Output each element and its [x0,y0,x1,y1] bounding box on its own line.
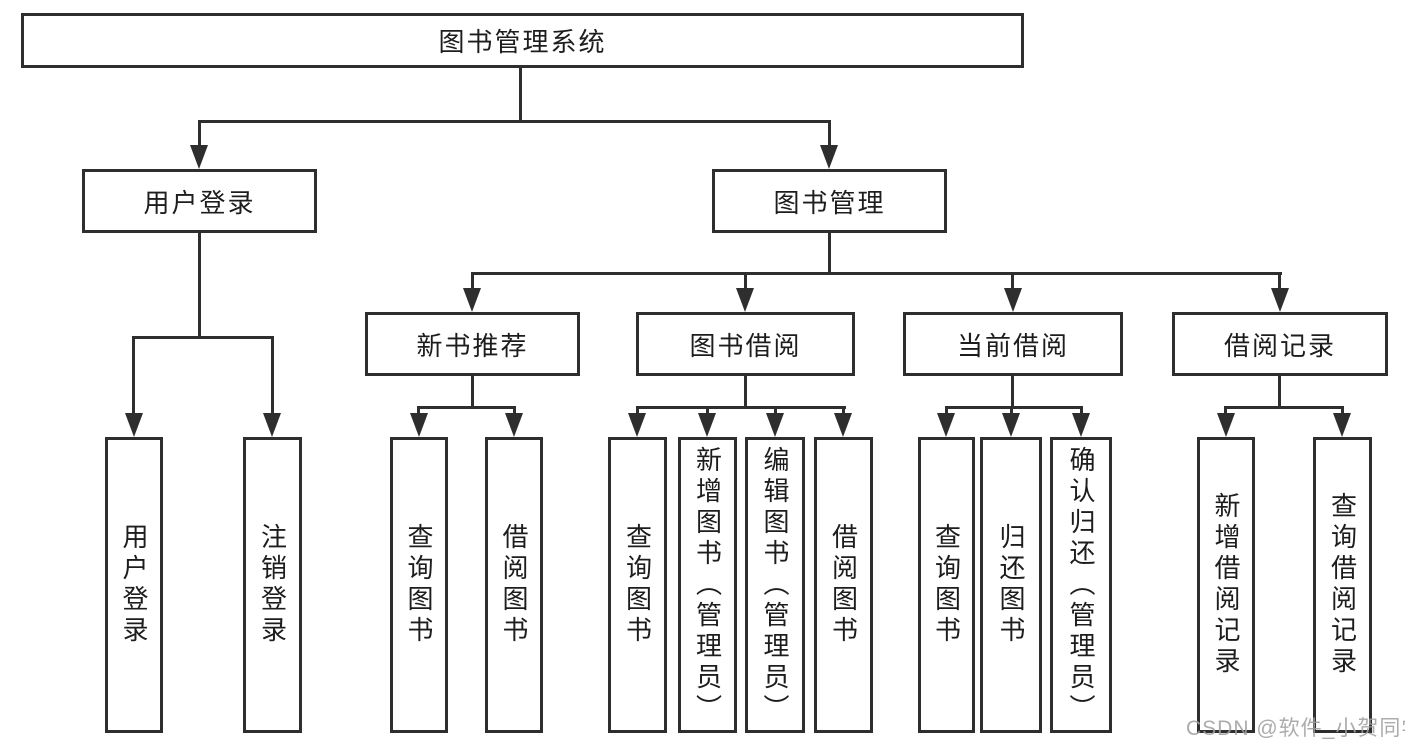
connector [636,406,639,416]
leaf-rec-borrow-book: 借阅图书 [485,437,543,733]
arrow-down-icon [766,413,784,437]
connector [513,406,516,416]
connector [945,406,948,416]
connector [471,272,474,291]
connector [636,406,846,409]
connector [417,406,420,416]
leaf-borrow-edit-book-admin: 编辑图书（管理员） [745,437,805,733]
arrow-down-icon [736,288,754,312]
leaf-logout: 注销登录 [243,437,302,733]
arrow-down-icon [1333,413,1351,437]
arrow-down-icon [834,413,852,437]
node-current-borrow: 当前借阅 [903,312,1123,376]
arrow-down-icon [1271,288,1289,312]
leaf-user-login: 用户登录 [105,437,163,733]
leaf-rec-query-book: 查询图书 [390,437,448,733]
leaf-record-query-record: 查询借阅记录 [1313,437,1372,733]
watermark: CSDN @软件_小贺同学 [1186,717,1405,740]
arrow-down-icon [937,413,955,437]
arrow-down-icon [463,288,481,312]
node-book-management: 图书管理 [712,169,947,233]
node-book-borrow: 图书借阅 [636,312,855,376]
arrow-down-icon [505,413,523,437]
connector [471,272,1282,275]
arrow-down-icon [263,413,281,437]
connector [1080,406,1083,416]
leaf-record-add-record: 新增借阅记录 [1197,437,1255,733]
node-new-book-recommend: 新书推荐 [365,312,580,376]
arrow-down-icon [1072,413,1090,437]
connector [1341,406,1344,416]
connector [774,406,777,416]
arrow-down-icon [190,145,208,169]
arrow-down-icon [628,413,646,437]
connector [744,272,747,291]
node-root: 图书管理系统 [21,13,1024,68]
connector [132,336,135,416]
connector [828,120,831,148]
connector [1278,376,1281,409]
connector [945,406,1083,409]
arrow-down-icon [1217,413,1235,437]
leaf-borrow-borrow-book: 借阅图书 [814,437,873,733]
arrow-down-icon [125,413,143,437]
connector [1010,406,1013,416]
arrow-down-icon [698,413,716,437]
connector [132,336,274,339]
leaf-borrow-add-book-admin: 新增图书（管理员） [678,437,737,733]
connector [417,406,516,409]
node-borrow-record: 借阅记录 [1172,312,1388,376]
connector [198,120,201,148]
connector [198,120,831,123]
leaf-borrow-query-book: 查询图书 [608,437,667,733]
connector [744,376,747,409]
arrow-down-icon [1002,413,1020,437]
connector [1011,272,1014,291]
arrow-down-icon [410,413,428,437]
connector [1224,406,1227,416]
connector [198,233,201,339]
arrow-down-icon [820,145,838,169]
connector [471,376,474,409]
arrow-down-icon [1004,288,1022,312]
leaf-current-query-book: 查询图书 [918,437,975,733]
leaf-current-return-book: 归还图书 [980,437,1042,733]
connector [271,336,274,416]
node-user-login: 用户登录 [82,169,317,233]
connector [842,406,845,416]
connector [706,406,709,416]
leaf-current-confirm-return-admin: 确认归还（管理员） [1050,437,1112,733]
connector [1224,406,1344,409]
connector [828,233,831,275]
connector [1278,272,1281,291]
connector [1011,376,1014,409]
connector [519,68,522,120]
